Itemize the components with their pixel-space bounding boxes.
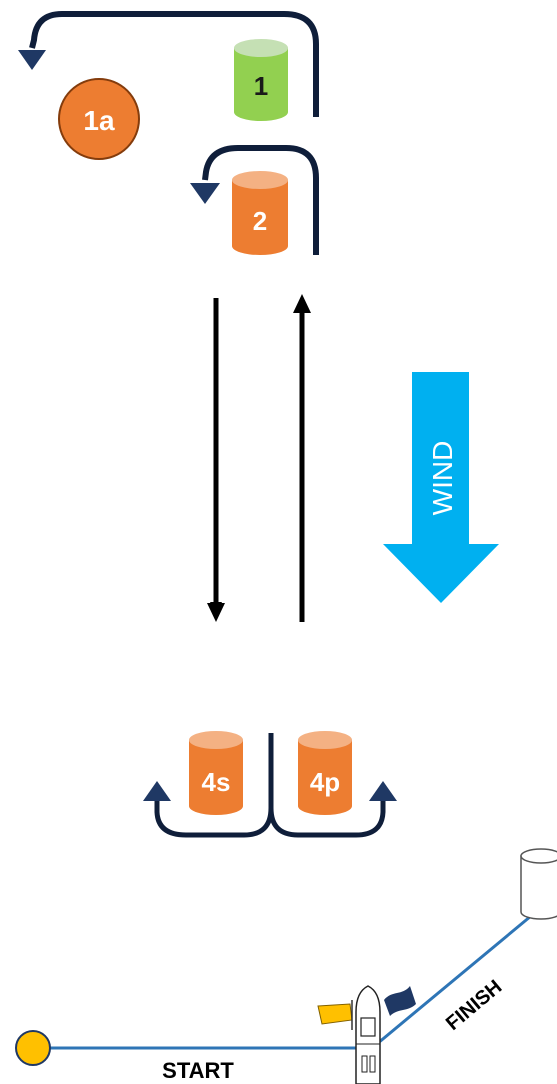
- mark-4p-cylinder: 4p: [298, 731, 352, 815]
- blue-flag-icon: [384, 986, 416, 1016]
- arrowhead-mark-1a-direction: [18, 50, 46, 70]
- mark-2-cylinder: 2: [232, 171, 288, 255]
- mark-1-label: 1: [254, 71, 268, 101]
- mark-4p-label: 4p: [310, 767, 340, 797]
- wind-arrow: WIND: [383, 372, 499, 603]
- start-buoy: [15, 1030, 51, 1066]
- yellow-flag-icon: [317, 1003, 353, 1025]
- gate-path-4s: [154, 733, 274, 838]
- mark-1-cylinder: 1: [234, 39, 288, 121]
- arrowhead-4s-direction: [143, 781, 171, 801]
- course-arc-around-mark-1: [29, 11, 319, 117]
- wind-label: WIND: [427, 441, 458, 516]
- finish-label: FINISH: [442, 976, 506, 1035]
- arrowhead-mark-2-direction: [190, 183, 220, 204]
- start-label: START: [162, 1058, 234, 1083]
- mark-4s-cylinder: 4s: [189, 731, 243, 815]
- mark-2-label: 2: [253, 206, 267, 236]
- mark-1a-buoy: 1a: [58, 78, 140, 160]
- committee-boat: [317, 985, 416, 1084]
- mark-1a-label: 1a: [83, 105, 115, 136]
- arrowhead-4p-direction: [369, 781, 397, 801]
- course-arc-around-mark-2: [202, 145, 319, 255]
- mark-4s-label: 4s: [202, 767, 231, 797]
- gate-path-4p: [268, 800, 386, 838]
- upwind-arrowhead: [293, 294, 311, 313]
- downwind-arrowhead: [207, 603, 225, 622]
- finish-mark-cylinder: [520, 848, 557, 920]
- finish-line: [371, 914, 532, 1050]
